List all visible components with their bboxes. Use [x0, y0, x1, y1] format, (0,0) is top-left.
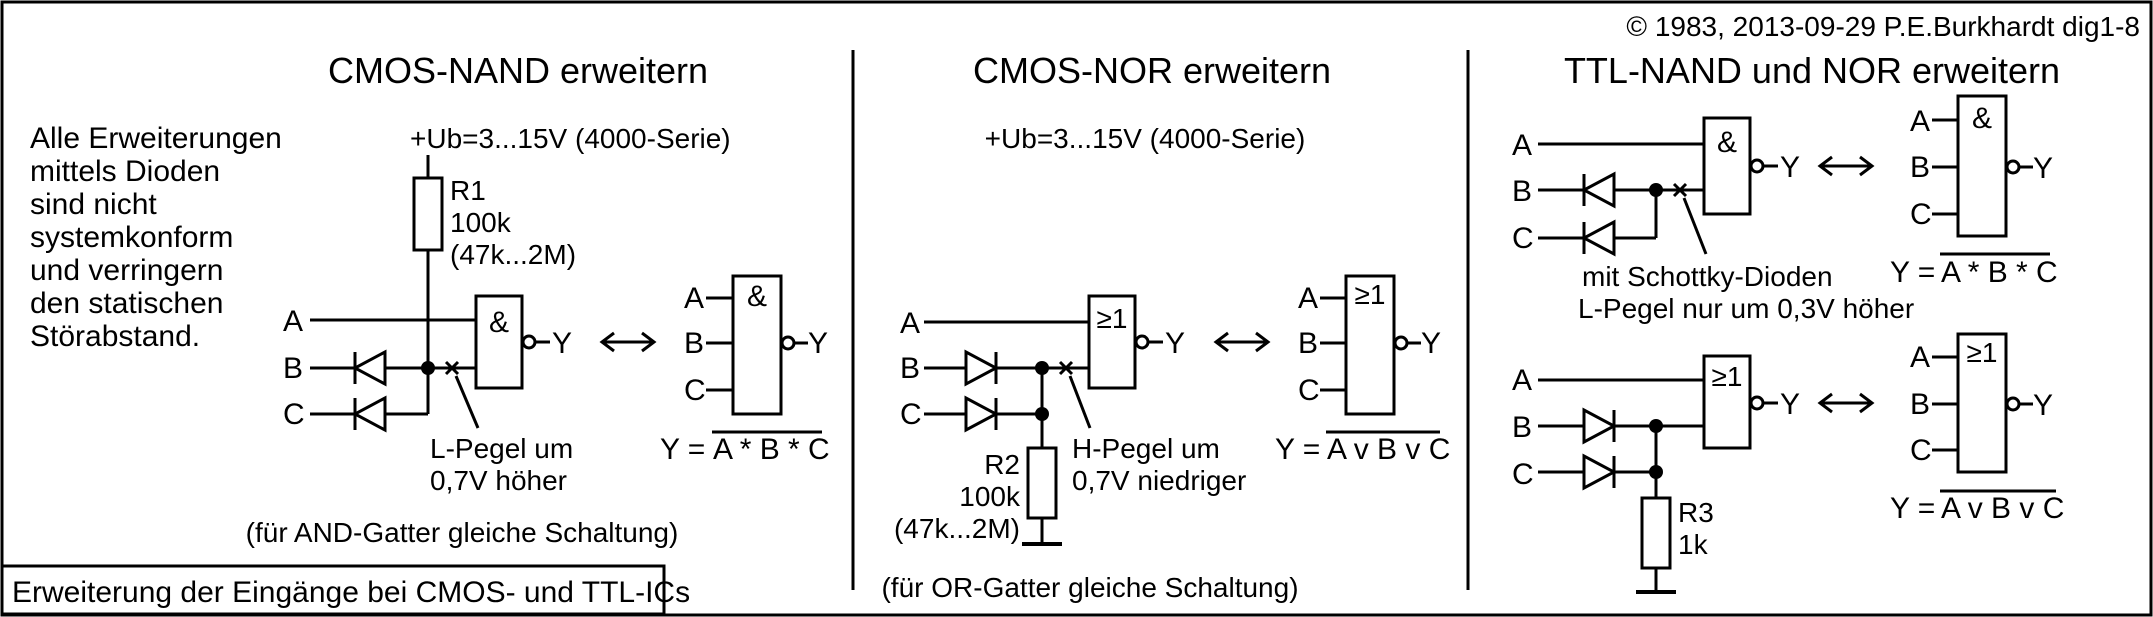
svg-text:(47k...2M): (47k...2M): [894, 513, 1020, 544]
svg-text:A: A: [900, 307, 920, 340]
ttl-title: TTL-NAND und NOR erweitern: [1564, 50, 2060, 91]
svg-text:B: B: [1910, 151, 1930, 184]
svg-text:R2: R2: [984, 449, 1020, 480]
svg-text:Y =: Y =: [1275, 433, 1329, 466]
svg-text:&: &: [1717, 126, 1737, 159]
svg-text:C: C: [283, 398, 305, 431]
svg-text:den statischen: den statischen: [30, 287, 223, 320]
cmos-nand-gate: [474, 294, 524, 390]
svg-text:R3: R3: [1678, 497, 1714, 528]
cmos-nor-equivalent-gate: [1344, 274, 1396, 416]
svg-text:C: C: [684, 374, 706, 407]
svg-text:100k: 100k: [450, 207, 512, 238]
svg-text:(für OR-Gatter gleiche Schaltu: (für OR-Gatter gleiche Schaltung): [881, 572, 1298, 603]
svg-text:B: B: [1910, 388, 1930, 421]
svg-text:≥1: ≥1: [1712, 361, 1743, 392]
svg-text:B: B: [1512, 411, 1532, 444]
svg-text:A: A: [283, 305, 303, 338]
equivalence-arrow: [600, 331, 656, 353]
cmos-nand-title: CMOS-NAND erweitern: [328, 50, 708, 91]
svg-text:B: B: [283, 352, 303, 385]
svg-text:sind nicht: sind nicht: [30, 188, 157, 221]
svg-text:C: C: [1298, 374, 1320, 407]
svg-text:A: A: [684, 282, 704, 315]
cmos-nand-supply: +Ub=3...15V (4000-Serie): [410, 123, 731, 154]
svg-text:(47k...2M): (47k...2M): [450, 239, 576, 270]
svg-text:A * B * C: A * B * C: [1941, 256, 2058, 289]
svg-text:R1: R1: [450, 175, 486, 206]
svg-text:C: C: [1512, 222, 1534, 255]
svg-text:≥1: ≥1: [1355, 279, 1386, 310]
caption-text: Erweiterung der Eingänge bei CMOS- und T…: [12, 576, 690, 609]
svg-text:&: &: [489, 306, 509, 339]
svg-text:L-Pegel um: L-Pegel um: [430, 433, 573, 464]
svg-text:≥1: ≥1: [1967, 337, 1998, 368]
svg-text:Alle Erweiterungen: Alle Erweiterungen: [30, 122, 282, 155]
svg-text:mittels Dioden: mittels Dioden: [30, 155, 220, 188]
svg-text:Y: Y: [552, 327, 572, 360]
svg-text:Y =: Y =: [660, 433, 714, 466]
svg-text:B: B: [1512, 175, 1532, 208]
cmos-nor-supply: +Ub=3...15V (4000-Serie): [985, 123, 1306, 154]
svg-text:Y =: Y =: [1890, 256, 1944, 289]
note-text: Alle Erweiterungen mittels Dioden sind n…: [30, 122, 282, 353]
cmos-nor-title: CMOS-NOR erweitern: [973, 50, 1331, 91]
caption-box: [0, 564, 666, 616]
svg-text:B: B: [900, 352, 920, 385]
svg-text:Y =: Y =: [1890, 492, 1944, 525]
svg-text:0,7V höher: 0,7V höher: [430, 465, 567, 496]
svg-text:C: C: [1910, 434, 1932, 467]
copyright-text: © 1983, 2013-09-29 P.E.Burkhardt dig1-8: [1626, 11, 2140, 42]
svg-text:A: A: [1512, 129, 1532, 162]
svg-text:systemkonform: systemkonform: [30, 221, 233, 254]
cmos-nand-section: CMOS-NAND erweitern +Ub=3...15V (4000-Se…: [246, 50, 830, 548]
svg-text:und verringern: und verringern: [30, 254, 223, 287]
svg-text:1k: 1k: [1678, 529, 1709, 560]
svg-text:A: A: [1512, 364, 1532, 397]
ttl-nor-gate: [1702, 354, 1752, 450]
svg-text:(für AND-Gatter gleiche Schalt: (für AND-Gatter gleiche Schaltung): [246, 517, 679, 548]
svg-text:L-Pegel nur um 0,3V höher: L-Pegel nur um 0,3V höher: [1578, 293, 1914, 324]
svg-text:C: C: [900, 398, 922, 431]
ttl-nand-equivalent-gate: [1956, 94, 2008, 238]
svg-text:A v B v C: A v B v C: [1941, 492, 2064, 525]
svg-text:Störabstand.: Störabstand.: [30, 320, 200, 353]
svg-text:A v B v C: A v B v C: [1327, 433, 1450, 466]
svg-text:Y: Y: [2033, 389, 2053, 422]
svg-text:Y: Y: [1165, 327, 1185, 360]
svg-text:≥1: ≥1: [1097, 303, 1128, 334]
cmos-nand-equivalent-gate: [731, 274, 783, 416]
resistor-r1: [412, 176, 444, 252]
svg-text:Y: Y: [2033, 152, 2053, 185]
resistor-r2: [1026, 446, 1058, 520]
ttl-nand-gate: [1702, 116, 1752, 216]
svg-text:A: A: [1298, 282, 1318, 315]
svg-text:A: A: [1910, 341, 1930, 374]
svg-text:mit Schottky-Dioden: mit Schottky-Dioden: [1582, 261, 1833, 292]
svg-text:B: B: [684, 327, 704, 360]
ttl-section: TTL-NAND und NOR erweitern A B C & Y mit…: [1512, 50, 2064, 594]
svg-text:0,7V niedriger: 0,7V niedriger: [1072, 465, 1246, 496]
svg-text:H-Pegel um: H-Pegel um: [1072, 433, 1220, 464]
svg-text:B: B: [1298, 327, 1318, 360]
svg-text:&: &: [1972, 102, 1992, 135]
cmos-nor-section: CMOS-NOR erweitern +Ub=3...15V (4000-Ser…: [881, 50, 1450, 603]
svg-text:A * B * C: A * B * C: [713, 433, 830, 466]
svg-text:100k: 100k: [959, 481, 1021, 512]
resistor-r3: [1640, 496, 1672, 570]
svg-text:C: C: [1910, 198, 1932, 231]
svg-text:Y: Y: [808, 327, 828, 360]
svg-text:&: &: [747, 280, 767, 313]
svg-text:Y: Y: [1780, 388, 1800, 421]
svg-text:C: C: [1512, 458, 1534, 491]
svg-text:A: A: [1910, 105, 1930, 138]
svg-text:Y: Y: [1421, 327, 1441, 360]
svg-text:Y: Y: [1780, 151, 1800, 184]
